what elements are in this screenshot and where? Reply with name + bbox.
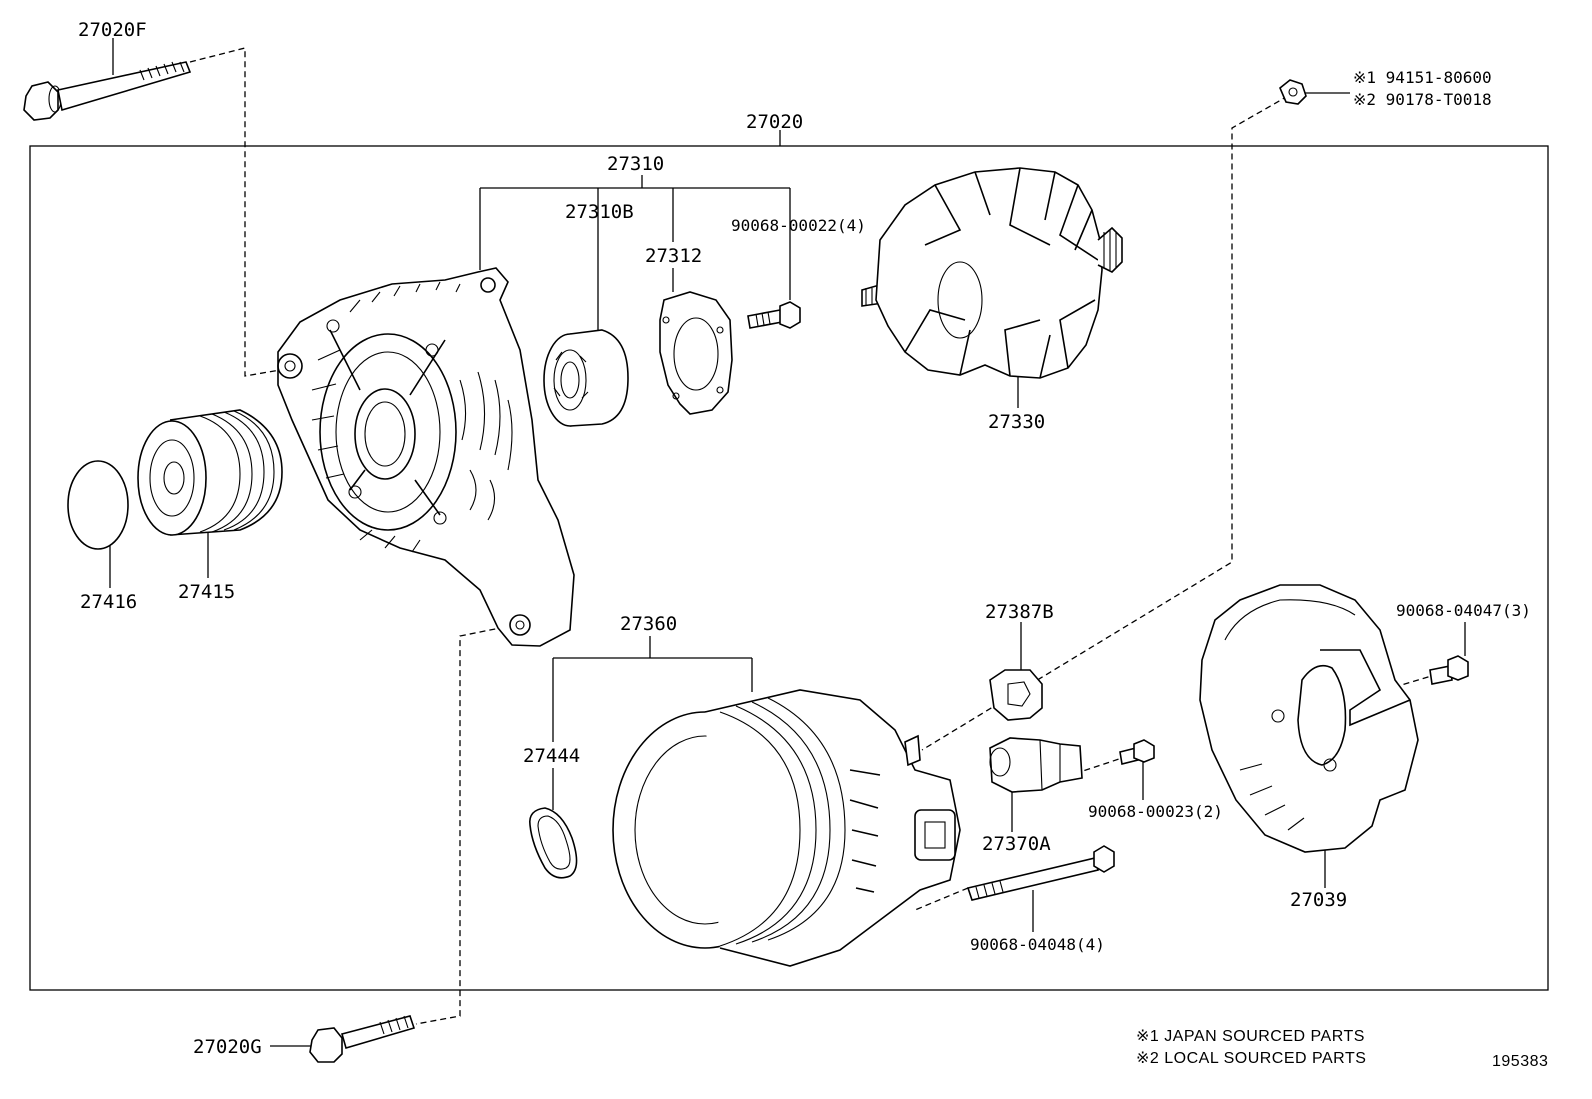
label-27370A: 27370A [982, 833, 1051, 855]
label-27020G: 27020G [193, 1036, 262, 1058]
label-27039: 27039 [1290, 889, 1347, 911]
note-japan-sourced: ※1 JAPAN SOURCED PARTS [1136, 1028, 1365, 1045]
label-27310: 27310 [607, 153, 664, 175]
label-27310B: 27310B [565, 201, 634, 223]
rear-cover-27039-drawing [1199, 584, 1419, 853]
cover-27416-drawing [67, 460, 129, 550]
label-27416: 27416 [80, 591, 137, 613]
retainer-27312-drawing [659, 291, 733, 415]
note-local-sourced: ※2 LOCAL SOURCED PARTS [1136, 1050, 1366, 1067]
screw-90068-04047-drawing [1429, 655, 1469, 685]
bearing-27310B-drawing [543, 329, 629, 427]
label-27444: 27444 [523, 745, 580, 767]
label-27360: 27360 [620, 613, 677, 635]
stator-27360-drawing [612, 689, 961, 967]
pulley-27415-drawing [137, 409, 283, 536]
figure-id: 195383 [1492, 1053, 1548, 1070]
label-alt-part-2: ※2 90178-T0018 [1353, 90, 1492, 109]
label-alt-part-1: ※1 94151-80600 [1353, 68, 1492, 87]
label-27387B: 27387B [985, 601, 1054, 623]
label-27020: 27020 [746, 111, 803, 133]
assembly-27020-frame [29, 145, 1549, 991]
rotor-27330-drawing [861, 167, 1123, 379]
brush-holder-27370A-drawing [989, 737, 1083, 793]
screw-90068-00023-drawing [1119, 739, 1155, 765]
label-90068-00023: 90068-00023(2) [1088, 802, 1223, 821]
label-90068-00022: 90068-00022(4) [731, 216, 866, 235]
leader-lines [109, 38, 1466, 1047]
label-90068-04048: 90068-04048(4) [970, 935, 1105, 954]
label-27415: 27415 [178, 581, 235, 603]
gasket-27444-drawing [528, 807, 578, 879]
label-27020F: 27020F [78, 19, 147, 41]
bolt-27020F-drawing [23, 61, 192, 121]
label-27330: 27330 [988, 411, 1045, 433]
bolt-90068-04048-drawing [966, 845, 1115, 901]
label-27312: 27312 [645, 245, 702, 267]
label-90068-04047: 90068-04047(3) [1396, 601, 1531, 620]
nut-94151-drawing [1279, 79, 1307, 105]
front-housing-27310-drawing [277, 267, 575, 647]
bolt-27020G-drawing [309, 1015, 416, 1063]
dashed-assembly-lines [189, 47, 1439, 1025]
holder-27387B-drawing [989, 669, 1043, 721]
screw-90068-00022-drawing [747, 301, 801, 329]
